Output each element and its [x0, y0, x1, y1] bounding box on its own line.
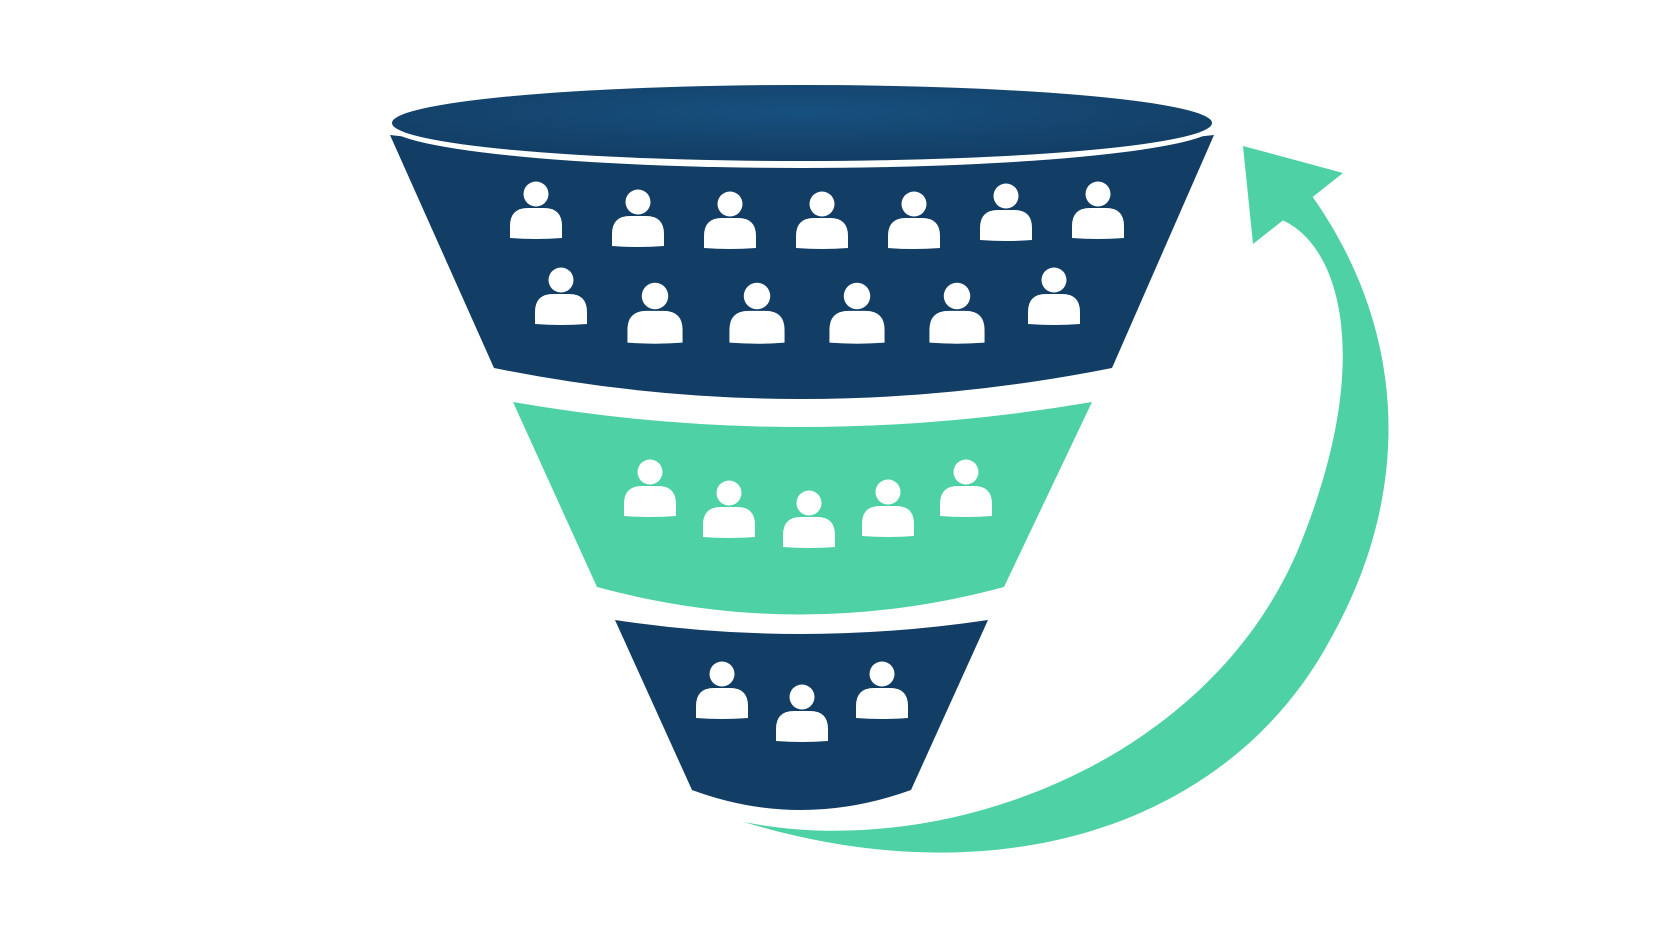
person-body — [1028, 294, 1080, 325]
person-icon — [856, 661, 908, 719]
people-group-bottom — [696, 661, 908, 742]
person-icon — [624, 459, 676, 517]
funnel-stage-middle — [513, 402, 1092, 615]
person-head — [709, 661, 735, 687]
person-head — [875, 479, 901, 505]
person-icon — [704, 191, 756, 249]
funnel-stage-bottom — [615, 620, 988, 810]
person-head — [809, 191, 835, 217]
person-head — [625, 189, 651, 215]
person-head — [953, 459, 979, 485]
person-icon — [888, 191, 940, 249]
person-body — [929, 310, 985, 344]
curved-arrow-head — [1243, 146, 1343, 244]
person-head — [523, 181, 549, 207]
person-head — [548, 267, 574, 293]
person-body — [624, 486, 676, 517]
person-icon — [627, 282, 683, 344]
people-group-top — [510, 181, 1124, 344]
person-body — [510, 208, 562, 239]
person-body — [703, 507, 755, 538]
funnel-rim-opening — [392, 85, 1212, 161]
person-icon — [729, 282, 785, 344]
person-head — [789, 684, 815, 710]
person-body — [776, 711, 828, 742]
person-head — [869, 661, 895, 687]
person-head — [843, 282, 871, 310]
funnel-stage-top — [387, 82, 1217, 399]
person-icon — [612, 189, 664, 247]
person-body — [888, 218, 940, 249]
person-icon — [1028, 267, 1080, 325]
person-head — [943, 282, 971, 310]
person-body — [696, 688, 748, 719]
person-body — [729, 310, 785, 344]
person-head — [796, 490, 822, 516]
person-icon — [796, 191, 848, 249]
person-icon — [940, 459, 992, 517]
person-icon — [929, 282, 985, 344]
person-head — [637, 459, 663, 485]
person-body — [829, 310, 885, 344]
person-icon — [1072, 181, 1124, 239]
person-body — [704, 218, 756, 249]
person-head — [743, 282, 771, 310]
person-icon — [696, 661, 748, 719]
curved-arrow-icon — [744, 146, 1389, 853]
person-icon — [829, 282, 885, 344]
person-body — [980, 210, 1032, 241]
person-head — [993, 183, 1019, 209]
person-icon — [862, 479, 914, 537]
person-body — [1072, 208, 1124, 239]
person-icon — [703, 480, 755, 538]
person-icon — [776, 684, 828, 742]
person-body — [612, 216, 664, 247]
person-head — [641, 282, 669, 310]
person-icon — [980, 183, 1032, 241]
person-head — [1041, 267, 1067, 293]
person-head — [716, 480, 742, 506]
person-body — [535, 294, 587, 325]
funnel-stage-top-body — [390, 135, 1214, 399]
curved-arrow-shaft — [744, 196, 1389, 853]
person-head — [1085, 181, 1111, 207]
person-body — [856, 688, 908, 719]
person-body — [940, 486, 992, 517]
people-group-middle — [624, 459, 992, 548]
person-icon — [510, 181, 562, 239]
person-body — [796, 218, 848, 249]
person-body — [783, 517, 835, 548]
person-head — [901, 191, 927, 217]
person-body — [862, 506, 914, 537]
person-head — [717, 191, 743, 217]
person-icon — [783, 490, 835, 548]
person-body — [627, 310, 683, 344]
person-icon — [535, 267, 587, 325]
